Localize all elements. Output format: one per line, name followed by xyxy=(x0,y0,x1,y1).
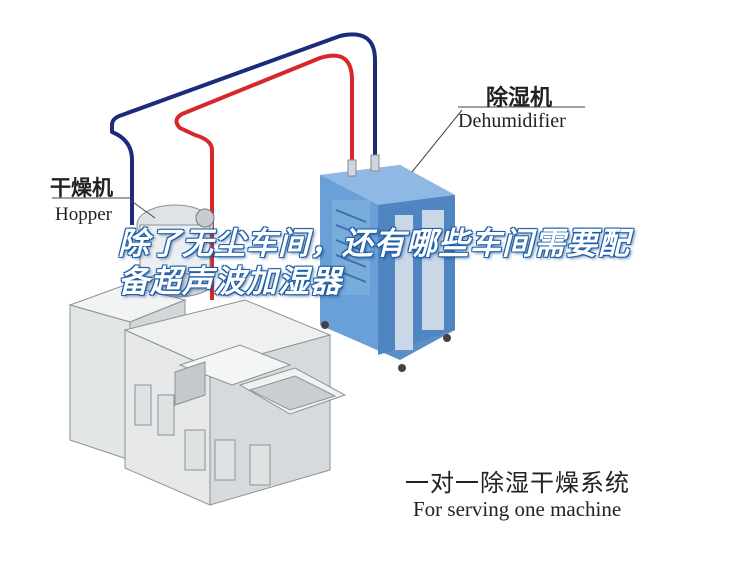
red-supply-pipe xyxy=(174,53,354,300)
dehumidifier-label-en: Dehumidifier xyxy=(458,110,566,132)
dehumidifier-label-cn: 除湿机 xyxy=(486,86,553,111)
hopper-leader-line xyxy=(129,199,156,219)
system-label-cn: 一对一除湿干燥系统 xyxy=(405,469,630,497)
dehumidifier-cabinet xyxy=(320,154,455,372)
system-label-en: For serving one machine xyxy=(413,497,622,521)
hopper-label-en: Hopper xyxy=(55,204,112,225)
hopper-dryer xyxy=(136,204,215,298)
hopper-label-cn: 干燥机 xyxy=(50,176,113,200)
dehumidifier-leader-line xyxy=(411,109,463,173)
injection-molding-machine xyxy=(68,284,347,506)
article-headline[interactable]: 除了无尘车间，还有哪些车间需要配备超声波加湿器 xyxy=(118,226,630,300)
blue-return-pipe xyxy=(110,32,377,225)
